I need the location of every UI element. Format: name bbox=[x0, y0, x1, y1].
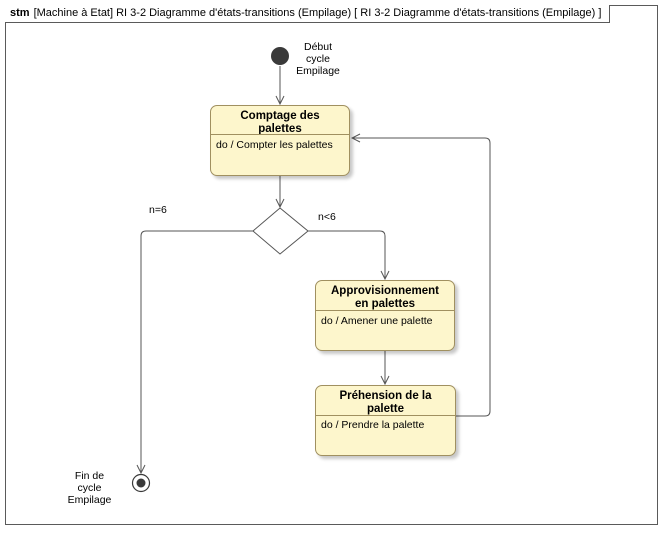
state-separator bbox=[211, 134, 349, 135]
state-name-line: palettes bbox=[258, 123, 302, 135]
state-grip-activity: do / Prendre la palette bbox=[321, 419, 425, 431]
frame-header: stm[Machine à Etat] RI 3-2 Diagramme d'é… bbox=[5, 5, 611, 23]
initial-label-line: cycle bbox=[306, 53, 330, 65]
state-counting-name: Comptage des palettes bbox=[211, 106, 349, 136]
final-label-line: Empilage bbox=[67, 494, 112, 506]
initial-node bbox=[271, 47, 289, 65]
state-name-line: Approvisionnement bbox=[331, 285, 439, 297]
frame-kind: stm bbox=[10, 7, 30, 19]
state-grip: Préhension de la palette do / Prendre la… bbox=[315, 385, 456, 456]
state-counting: Comptage des palettes do / Compter les p… bbox=[210, 105, 350, 176]
guard-n-less-than-6: n<6 bbox=[318, 211, 336, 223]
final-label-line: Fin de bbox=[74, 470, 105, 482]
state-supply-name: Approvisionnement en palettes bbox=[316, 281, 454, 311]
state-supply-activity: do / Amener une palette bbox=[321, 315, 433, 327]
state-grip-name: Préhension de la palette bbox=[316, 386, 455, 416]
initial-label-line: Début bbox=[303, 41, 333, 53]
final-node-inner bbox=[136, 478, 146, 488]
transition-decision-to-final bbox=[141, 230, 253, 473]
transition-decision-to-supply bbox=[308, 230, 385, 279]
state-separator bbox=[316, 310, 454, 311]
state-name-line: Comptage des bbox=[240, 110, 320, 122]
initial-label-line: Empilage bbox=[296, 65, 340, 77]
state-name-line: palette bbox=[366, 403, 405, 415]
frame-title: [Machine à Etat] RI 3-2 Diagramme d'état… bbox=[33, 7, 602, 19]
final-label: Fin de cycle Empilage bbox=[62, 470, 117, 506]
decision-node bbox=[252, 207, 309, 255]
state-supply: Approvisionnement en palettes do / Amene… bbox=[315, 280, 455, 351]
state-name-line: Préhension de la bbox=[339, 390, 432, 402]
final-label-line: cycle bbox=[77, 482, 102, 494]
state-counting-activity: do / Compter les palettes bbox=[216, 139, 333, 151]
state-separator bbox=[316, 415, 455, 416]
guard-n-equals-6: n=6 bbox=[149, 204, 167, 216]
initial-label: Début cycle Empilage bbox=[293, 41, 343, 77]
transition-grip-to-counting bbox=[352, 138, 491, 417]
state-name-line: en palettes bbox=[354, 298, 416, 310]
